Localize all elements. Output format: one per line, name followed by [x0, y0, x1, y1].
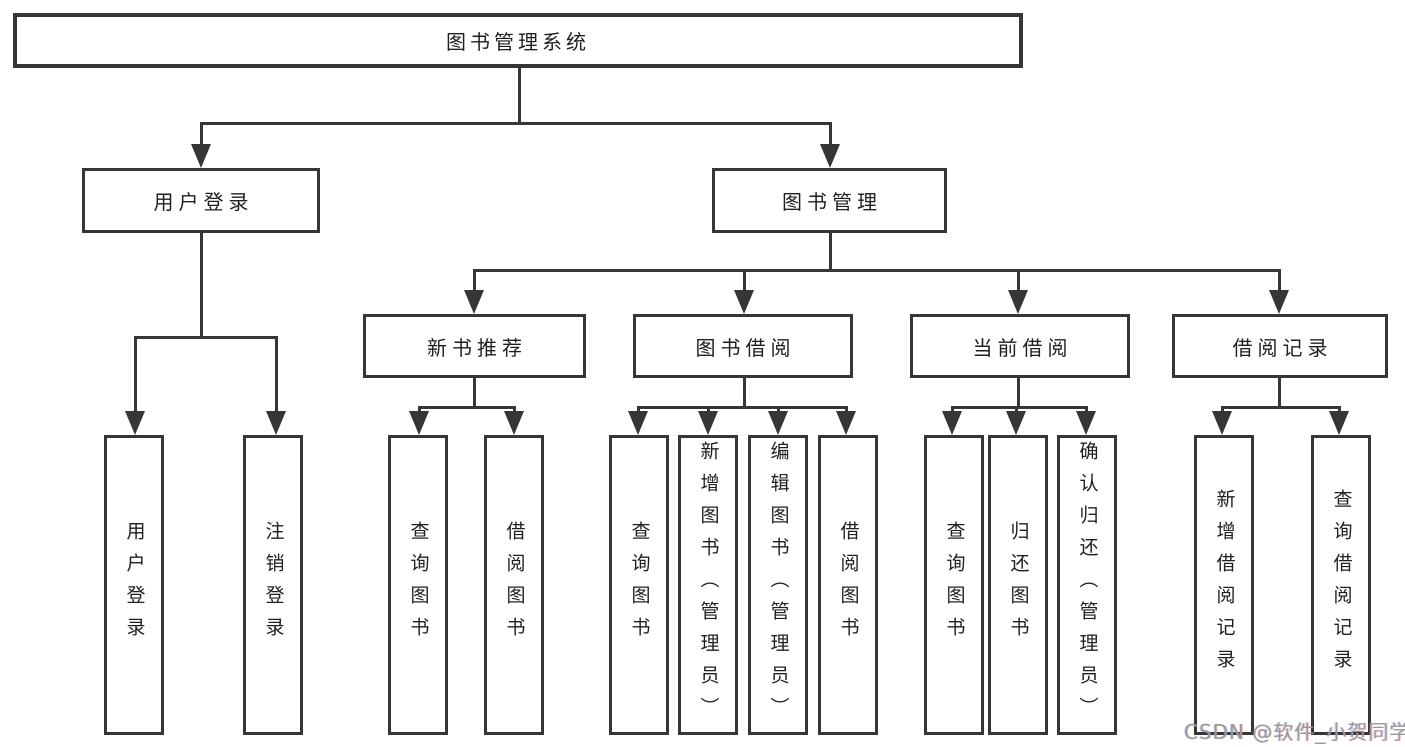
connector-line [200, 122, 832, 125]
connector-arrowhead [698, 411, 718, 435]
node-new-book-recommendation: 新书推荐 [363, 314, 586, 378]
connector-line [1017, 378, 1020, 409]
connector-line [1278, 269, 1281, 293]
connector-line [951, 406, 1088, 409]
node-user-login: 用户登录 [82, 168, 320, 233]
connector-line [743, 378, 746, 409]
connector-arrowhead [504, 411, 524, 435]
connector-line [134, 336, 278, 339]
connector-line [473, 378, 476, 409]
leaf-add-books-admin: 新增图书（管理员） [678, 435, 738, 735]
connector-line [275, 336, 278, 415]
node-book-borrowing: 图书借阅 [633, 314, 853, 378]
node-book-management: 图书管理 [712, 168, 947, 233]
connector-line [473, 269, 1281, 272]
connector-arrowhead [1329, 411, 1349, 435]
connector-line [637, 406, 848, 409]
node-borrowing-records: 借阅记录 [1172, 314, 1388, 378]
leaf-add-borrow-record: 新增借阅记录 [1194, 435, 1254, 735]
connector-line [1017, 269, 1020, 293]
connector-arrowhead [1269, 290, 1289, 314]
leaf-query-books-current: 查询图书 [924, 435, 984, 735]
connector-arrowhead [191, 144, 211, 168]
connector-line [1221, 406, 1341, 409]
connector-line [743, 269, 746, 293]
connector-arrowhead [820, 144, 840, 168]
connector-line [200, 233, 203, 339]
leaf-query-books-borrowing: 查询图书 [609, 435, 669, 735]
connector-arrowhead [409, 411, 429, 435]
connector-line [518, 68, 521, 125]
connector-arrowhead [464, 290, 484, 314]
leaf-confirm-return-admin: 确认归还（管理员） [1057, 435, 1117, 735]
connector-arrowhead [734, 290, 754, 314]
leaf-borrow-books: 借阅图书 [818, 435, 878, 735]
connector-arrowhead [1212, 411, 1232, 435]
leaf-logout: 注销登录 [243, 435, 303, 735]
connector-line [473, 269, 476, 293]
connector-line [418, 406, 516, 409]
csdn-watermark: CSDN @软件_小贺同学 [1184, 720, 1405, 744]
leaf-query-borrow-record: 查询借阅记录 [1311, 435, 1371, 735]
leaf-borrow-books-recommend: 借阅图书 [484, 435, 544, 735]
connector-arrowhead [768, 411, 788, 435]
connector-line [829, 233, 832, 272]
connector-arrowhead [1006, 411, 1026, 435]
connector-arrowhead [266, 411, 286, 435]
connector-arrowhead [1008, 290, 1028, 314]
connector-arrowhead [942, 411, 962, 435]
node-root-library-system: 图书管理系统 [13, 13, 1023, 68]
connector-arrowhead [836, 411, 856, 435]
leaf-edit-books-admin: 编辑图书（管理员） [748, 435, 808, 735]
connector-arrowhead [1076, 411, 1096, 435]
connector-line [200, 122, 203, 148]
connector-line [1278, 378, 1281, 409]
connector-arrowhead [125, 411, 145, 435]
node-current-borrowing: 当前借阅 [910, 314, 1130, 378]
leaf-user-login: 用户登录 [104, 435, 164, 735]
connector-line [134, 336, 137, 415]
connector-arrowhead [628, 411, 648, 435]
connector-line [829, 122, 832, 148]
leaf-query-books-recommend: 查询图书 [388, 435, 448, 735]
leaf-return-books: 归还图书 [988, 435, 1048, 735]
